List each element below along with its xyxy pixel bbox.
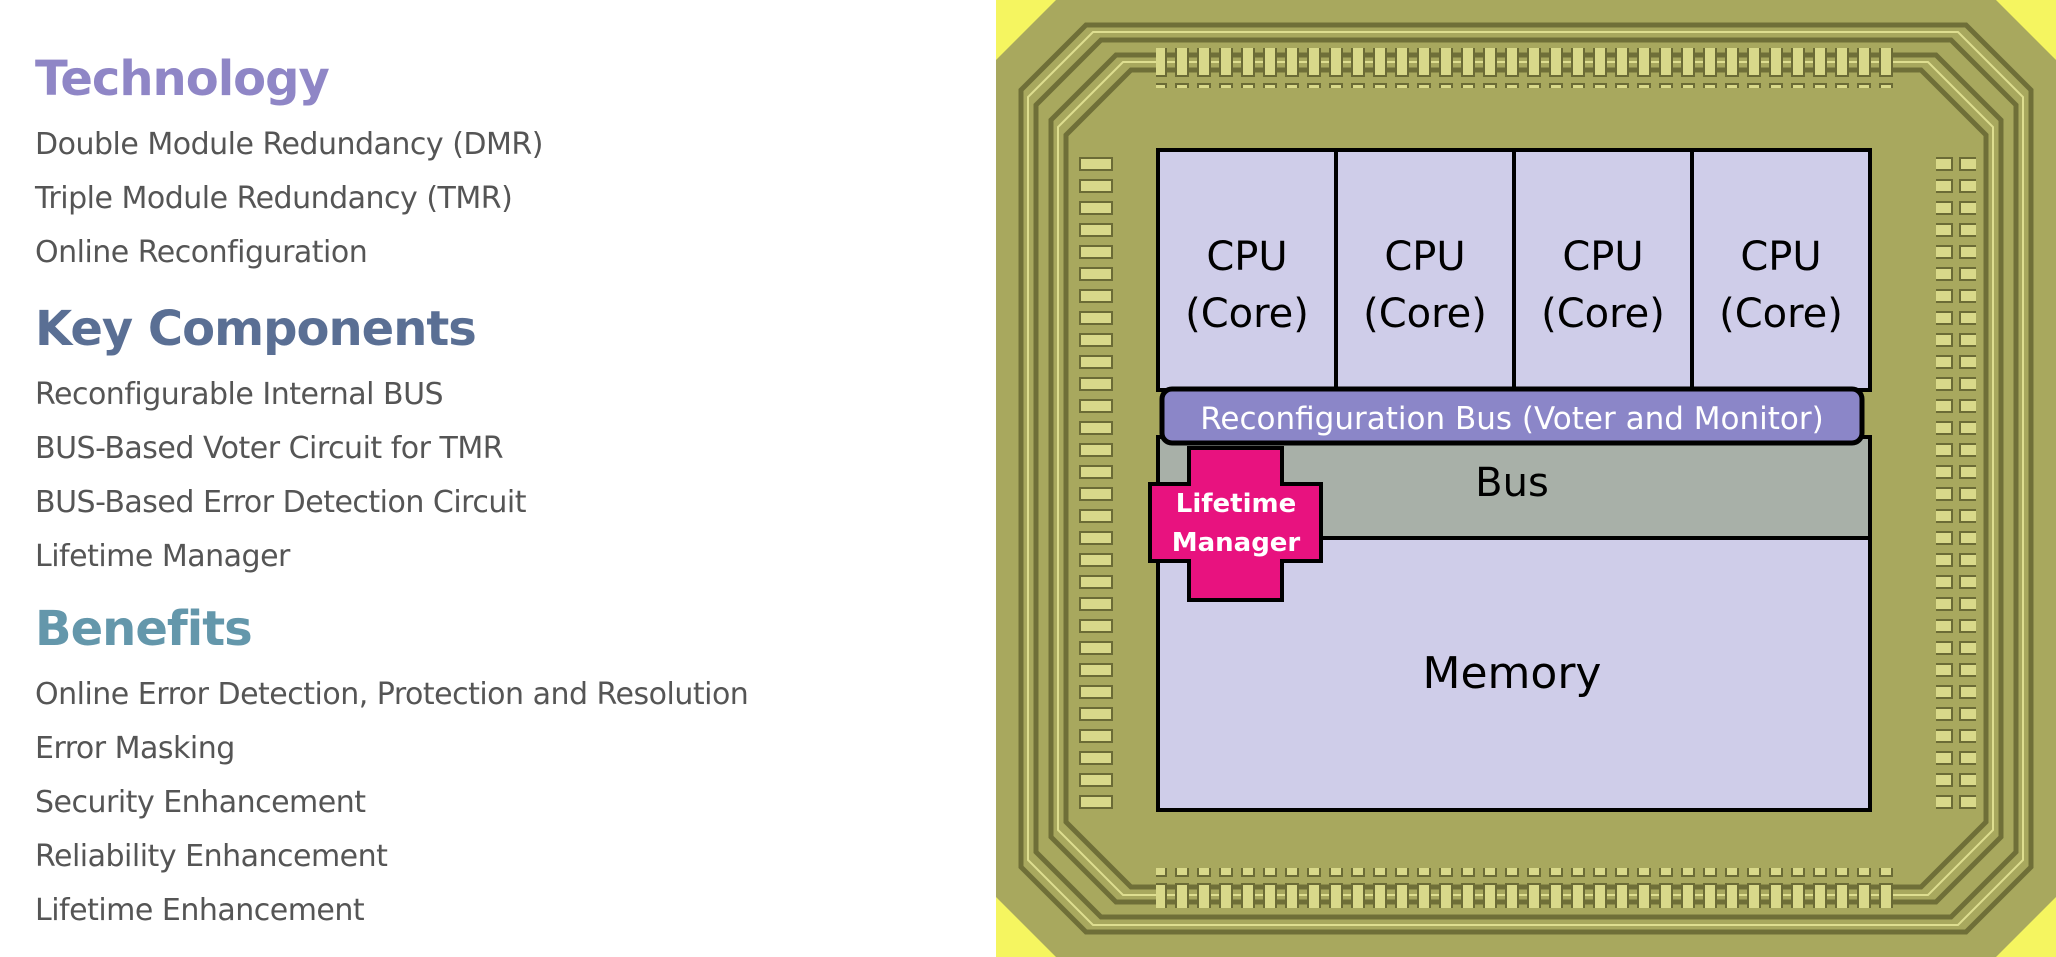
cpu-cores: CPU (Core) CPU (Core) CPU (Core) CPU (Co… — [1156, 148, 1872, 392]
feature-list: Technology Double Module Redundancy (DMR… — [0, 0, 990, 957]
chip-architecture-diagram: CPU (Core) CPU (Core) CPU (Core) CPU (Co… — [996, 0, 2056, 957]
benefits-item-lifetime: Lifetime Enhancement — [35, 893, 365, 928]
cpu-4-sublabel: (Core) — [1719, 291, 1843, 337]
bus-label: Bus — [1475, 460, 1549, 506]
benefits-item-security: Security Enhancement — [35, 785, 366, 820]
io-pads-left — [1076, 150, 1116, 810]
technology-item-dmr: Double Module Redundancy (DMR) — [35, 127, 543, 162]
cpu-core-1 — [1156, 148, 1338, 392]
key-components-item-voter: BUS-Based Voter Circuit for TMR — [35, 431, 504, 466]
memory-label: Memory — [1423, 648, 1602, 699]
cpu-4-label: CPU — [1740, 234, 1821, 280]
key-components-item-error-detection: BUS-Based Error Detection Circuit — [35, 485, 526, 520]
io-pads-bottom — [1156, 868, 1896, 908]
lifetime-manager-label-line1: Lifetime — [1176, 489, 1297, 519]
key-components-item-lifetime-manager: Lifetime Manager — [35, 539, 290, 574]
reconfiguration-bus — [1159, 386, 1865, 446]
benefits-item-error-masking: Error Masking — [35, 731, 235, 766]
cpu-core-2 — [1334, 148, 1516, 392]
reconfiguration-bus-label: Reconfiguration Bus (Voter and Monitor) — [1200, 401, 1823, 437]
chip-die-svg: CPU (Core) CPU (Core) CPU (Core) CPU (Co… — [996, 0, 2056, 957]
cpu-1-sublabel: (Core) — [1185, 291, 1309, 337]
die-ring-highlights — [1027, 31, 2024, 926]
io-pads-top — [1156, 48, 1896, 88]
cpu-core-4 — [1690, 148, 1872, 392]
lifetime-manager-block — [1148, 446, 1323, 602]
technology-heading: Technology — [35, 51, 330, 107]
cpu-1-label: CPU — [1206, 234, 1287, 280]
io-pads-right — [1936, 150, 1976, 810]
benefits-item-online-error: Online Error Detection, Protection and R… — [35, 677, 749, 712]
benefits-item-reliability: Reliability Enhancement — [35, 839, 388, 874]
die-ring-traces — [1018, 22, 2034, 935]
lifetime-manager-label-line2: Manager — [1172, 528, 1301, 558]
cpu-2-sublabel: (Core) — [1363, 291, 1487, 337]
cpu-3-sublabel: (Core) — [1541, 291, 1665, 337]
technology-item-online-reconfiguration: Online Reconfiguration — [35, 235, 368, 270]
key-components-heading: Key Components — [35, 301, 477, 357]
cpu-3-label: CPU — [1562, 234, 1643, 280]
technology-item-tmr: Triple Module Redundancy (TMR) — [35, 181, 513, 216]
key-components-item-bus: Reconfigurable Internal BUS — [35, 377, 444, 412]
benefits-heading: Benefits — [35, 601, 253, 657]
cpu-2-label: CPU — [1384, 234, 1465, 280]
